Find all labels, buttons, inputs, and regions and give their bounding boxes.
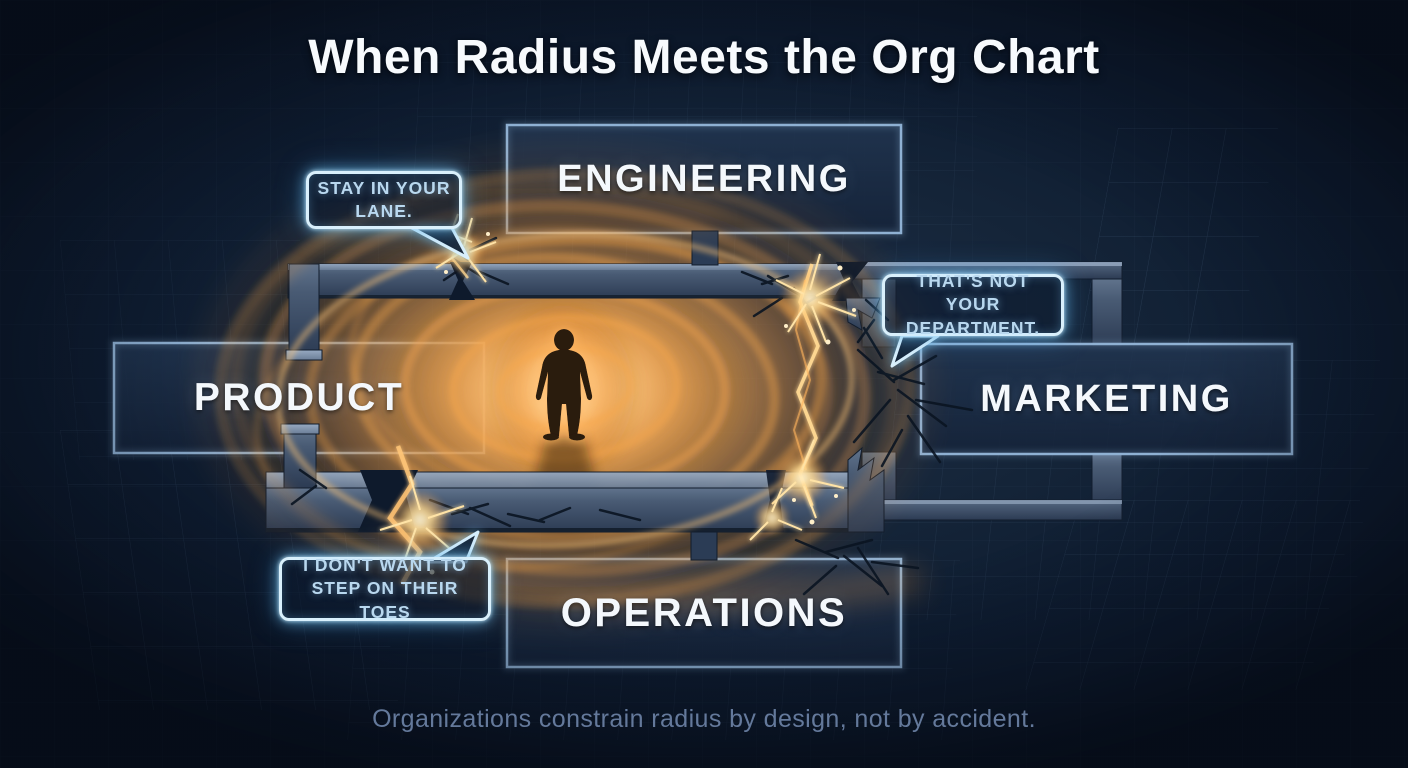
dept-label-product: PRODUCT xyxy=(193,376,405,419)
speech-bubble-step-on-their-toes: I DON'T WANT TO STEP ON THEIR TOES xyxy=(279,555,491,622)
dept-label-marketing: MARKETING xyxy=(980,377,1233,420)
speech-bubble-stay-in-your-lane: STAY IN YOUR LANE. xyxy=(306,171,462,229)
speech-bubble-thats-not-your-department: THAT'S NOT YOUR DEPARTMENT. xyxy=(882,271,1064,338)
speech-bubble-text: STAY IN YOUR LANE. xyxy=(317,177,451,221)
speech-bubble-tail xyxy=(410,226,470,260)
dept-label-operations: OPERATIONS xyxy=(560,590,848,635)
speech-bubble-text: THAT'S NOT YOUR DEPARTMENT. xyxy=(905,271,1041,338)
page-title: When Radius Meets the Org Chart xyxy=(308,31,1100,84)
connector-operations xyxy=(690,531,718,561)
footer-caption: Organizations constrain radius by design… xyxy=(372,705,1036,733)
speech-bubble-text: I DON'T WANT TO STEP ON THEIR TOES xyxy=(303,555,467,622)
dept-label-engineering: ENGINEERING xyxy=(557,157,851,200)
